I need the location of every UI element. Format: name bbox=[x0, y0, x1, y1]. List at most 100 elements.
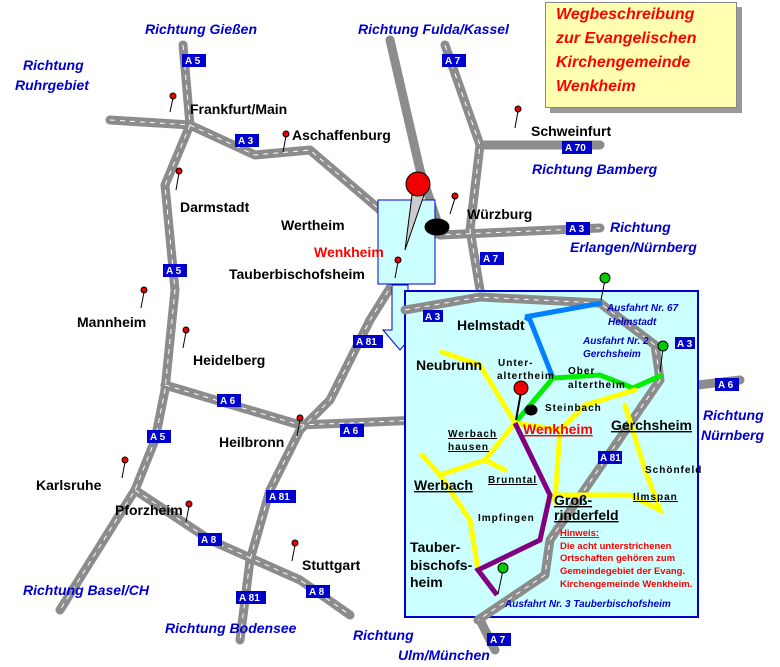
inset-map bbox=[400, 290, 699, 625]
map-label: Ausfahrt Nr. 67 bbox=[606, 303, 679, 314]
shield-a3: A 3 bbox=[675, 337, 695, 350]
shield-a81: A 81 bbox=[353, 335, 383, 348]
shield-a6: A 6 bbox=[715, 378, 739, 391]
map-label: Richtung bbox=[353, 627, 414, 643]
map-label: Werbach bbox=[448, 429, 497, 440]
shield-a81: A 81 bbox=[598, 451, 622, 464]
shield-a3: A 3 bbox=[423, 310, 443, 323]
map-label: Gerchsheim bbox=[583, 349, 641, 360]
map-label: Gerchsheim bbox=[611, 417, 692, 433]
pin-icon bbox=[296, 414, 304, 437]
map-label: Darmstadt bbox=[180, 199, 250, 215]
map-label: Richtung Basel/CH bbox=[23, 582, 150, 598]
map-label: Ausfahrt Nr. 2 bbox=[582, 336, 649, 347]
map-label: Schweinfurt bbox=[531, 123, 611, 139]
map-label: A 3 bbox=[569, 224, 585, 235]
map-label: altertheim bbox=[568, 380, 626, 391]
shield-a7: A 7 bbox=[442, 54, 466, 67]
map-label: Richtung Fulda/Kassel bbox=[358, 21, 510, 37]
shield-a81: A 81 bbox=[236, 591, 266, 604]
map-label: Stuttgart bbox=[302, 557, 361, 573]
map-label: Heidelberg bbox=[193, 352, 265, 368]
map-label: Ruhrgebiet bbox=[15, 77, 90, 93]
direction-labels: Richtung Gießen Richtung Ruhrgebiet Rich… bbox=[15, 21, 764, 663]
map-label: A 6 bbox=[343, 426, 359, 437]
map-label: Steinbach bbox=[545, 403, 602, 414]
pin-icon bbox=[449, 192, 459, 215]
shield-a81: A 81 bbox=[266, 490, 296, 503]
map-label: Werbach bbox=[414, 477, 473, 493]
pin-icon bbox=[394, 256, 402, 279]
map-label: Richtung bbox=[23, 57, 84, 73]
map-label: A 81 bbox=[600, 453, 621, 464]
map-label: Ilmspan bbox=[633, 492, 678, 503]
map-label: Ulm/München bbox=[398, 647, 490, 663]
map-label: Wenkheim bbox=[314, 244, 384, 260]
map-label: Tauber- bbox=[410, 539, 461, 555]
map-label: Neubrunn bbox=[416, 357, 482, 373]
map-label: altertheim bbox=[497, 371, 555, 382]
map-label: Ausfahrt Nr. 3 Tauberbischofsheim bbox=[504, 599, 671, 610]
map-label: Frankfurt/Main bbox=[190, 101, 287, 117]
pin-icon bbox=[140, 286, 148, 309]
map-label: Brunntal bbox=[488, 475, 537, 486]
map-label: Richtung bbox=[610, 219, 671, 235]
pin-icon bbox=[169, 92, 177, 113]
shield-a7: A 7 bbox=[487, 633, 511, 646]
map-label: Mannheim bbox=[77, 314, 146, 330]
map-label: rinderfeld bbox=[554, 507, 619, 523]
map-label: Richtung Bodensee bbox=[165, 620, 297, 636]
map-label: Schönfeld bbox=[645, 465, 702, 476]
map-label: A 6 bbox=[220, 396, 236, 407]
map-label: Helmstadt bbox=[457, 317, 525, 333]
map-label: A 81 bbox=[356, 337, 377, 348]
title-line: Wegbeschreibung bbox=[556, 6, 695, 23]
map-label: Richtung Gießen bbox=[145, 21, 257, 37]
map-label: A 3 bbox=[677, 339, 693, 350]
highway-shields: A 5 A 3 A 7 A 70 A 3 A 7 A 5 A 3 A 81 A … bbox=[147, 54, 739, 646]
map-label: Unter- bbox=[498, 358, 533, 369]
shield-a8: A 8 bbox=[198, 533, 222, 546]
inset-labels: Helmstadt Ausfahrt Nr. 67 Helmstadt Ausf… bbox=[410, 303, 702, 610]
map-label: A 81 bbox=[239, 593, 260, 604]
map-label: A 5 bbox=[185, 56, 201, 67]
map-label: Richtung Bamberg bbox=[532, 161, 658, 177]
title-line: Wenkheim bbox=[556, 78, 636, 95]
title-line: zur Evangelischen bbox=[556, 30, 697, 47]
map-label: Ober bbox=[568, 366, 595, 377]
map-label: A 7 bbox=[483, 254, 499, 265]
shield-a5: A 5 bbox=[182, 54, 206, 67]
map-label: A 8 bbox=[201, 535, 217, 546]
map-label: A 8 bbox=[309, 587, 325, 598]
pin-icon bbox=[175, 167, 183, 191]
shield-a6: A 6 bbox=[217, 394, 241, 407]
map-label: A 70 bbox=[565, 143, 586, 154]
map-label: Helmstadt bbox=[608, 317, 657, 328]
map-label: Wenkheim bbox=[523, 421, 593, 437]
map-label: Groß- bbox=[554, 492, 592, 508]
map-label: A 3 bbox=[238, 136, 254, 147]
map-label: Wertheim bbox=[281, 217, 345, 233]
map-label: Karlsruhe bbox=[36, 477, 102, 493]
map-label: Pforzheim bbox=[115, 502, 183, 518]
map-label: Ortschaften gehören zum bbox=[560, 553, 675, 564]
shield-a5: A 5 bbox=[163, 264, 187, 277]
location-pins bbox=[121, 92, 669, 595]
map-label: A 5 bbox=[166, 266, 182, 277]
map-label: heim bbox=[410, 574, 443, 590]
pin-icon bbox=[185, 500, 193, 523]
shield-a6: A 6 bbox=[340, 424, 364, 437]
pin-icon bbox=[599, 272, 611, 301]
map-label: Nürnberg bbox=[701, 427, 764, 443]
map-label: A 5 bbox=[150, 432, 166, 443]
map-label: Aschaffenburg bbox=[292, 127, 391, 143]
pin-icon bbox=[121, 456, 129, 479]
map-label: Heilbronn bbox=[219, 434, 284, 450]
map-label: Hinweis: bbox=[560, 528, 599, 539]
pin-icon bbox=[497, 562, 509, 595]
shield-a3: A 3 bbox=[235, 134, 259, 147]
map-label: A 6 bbox=[718, 380, 734, 391]
map-label: bischofs- bbox=[410, 557, 473, 573]
